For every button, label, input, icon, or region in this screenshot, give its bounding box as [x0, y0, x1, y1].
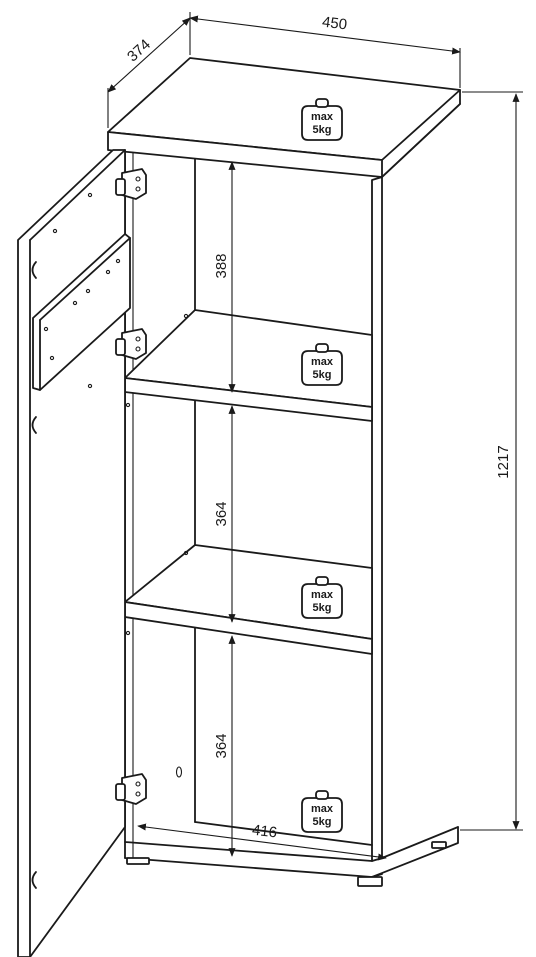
- hinge-icon: [115, 328, 147, 360]
- weight-limit-line2: 5kg: [313, 816, 332, 828]
- foot-back: [431, 841, 447, 849]
- cabinet-body: [124, 103, 461, 887]
- weight-limit-line2: 5kg: [313, 369, 332, 381]
- dim-middle-compartment-label: 364: [213, 501, 230, 526]
- dim-bottom-compartment-label: 364: [213, 733, 230, 758]
- dimension-lines: [107, 12, 523, 861]
- weight-limit-line1: max: [311, 589, 334, 601]
- weight-limit-line1: max: [311, 356, 334, 368]
- door-rail: [32, 233, 131, 391]
- dim-top-compartment-label: 388: [213, 253, 230, 278]
- hinge-icon: [115, 168, 147, 200]
- weight-limit-line1: max: [311, 111, 334, 123]
- dim-depth-label: 374: [124, 36, 154, 65]
- dim-width-label: 450: [321, 14, 348, 34]
- weight-limit-line2: 5kg: [313, 124, 332, 136]
- dim-height-label: 1217: [495, 445, 512, 478]
- hinge-icon: [115, 773, 147, 805]
- top-panel: [107, 57, 461, 178]
- foot-right: [357, 876, 383, 887]
- weight-limit-line2: 5kg: [313, 602, 332, 614]
- weight-limit-line1: max: [311, 803, 334, 815]
- foot-left: [126, 857, 150, 865]
- dim-inner-width-label: 416: [251, 822, 278, 842]
